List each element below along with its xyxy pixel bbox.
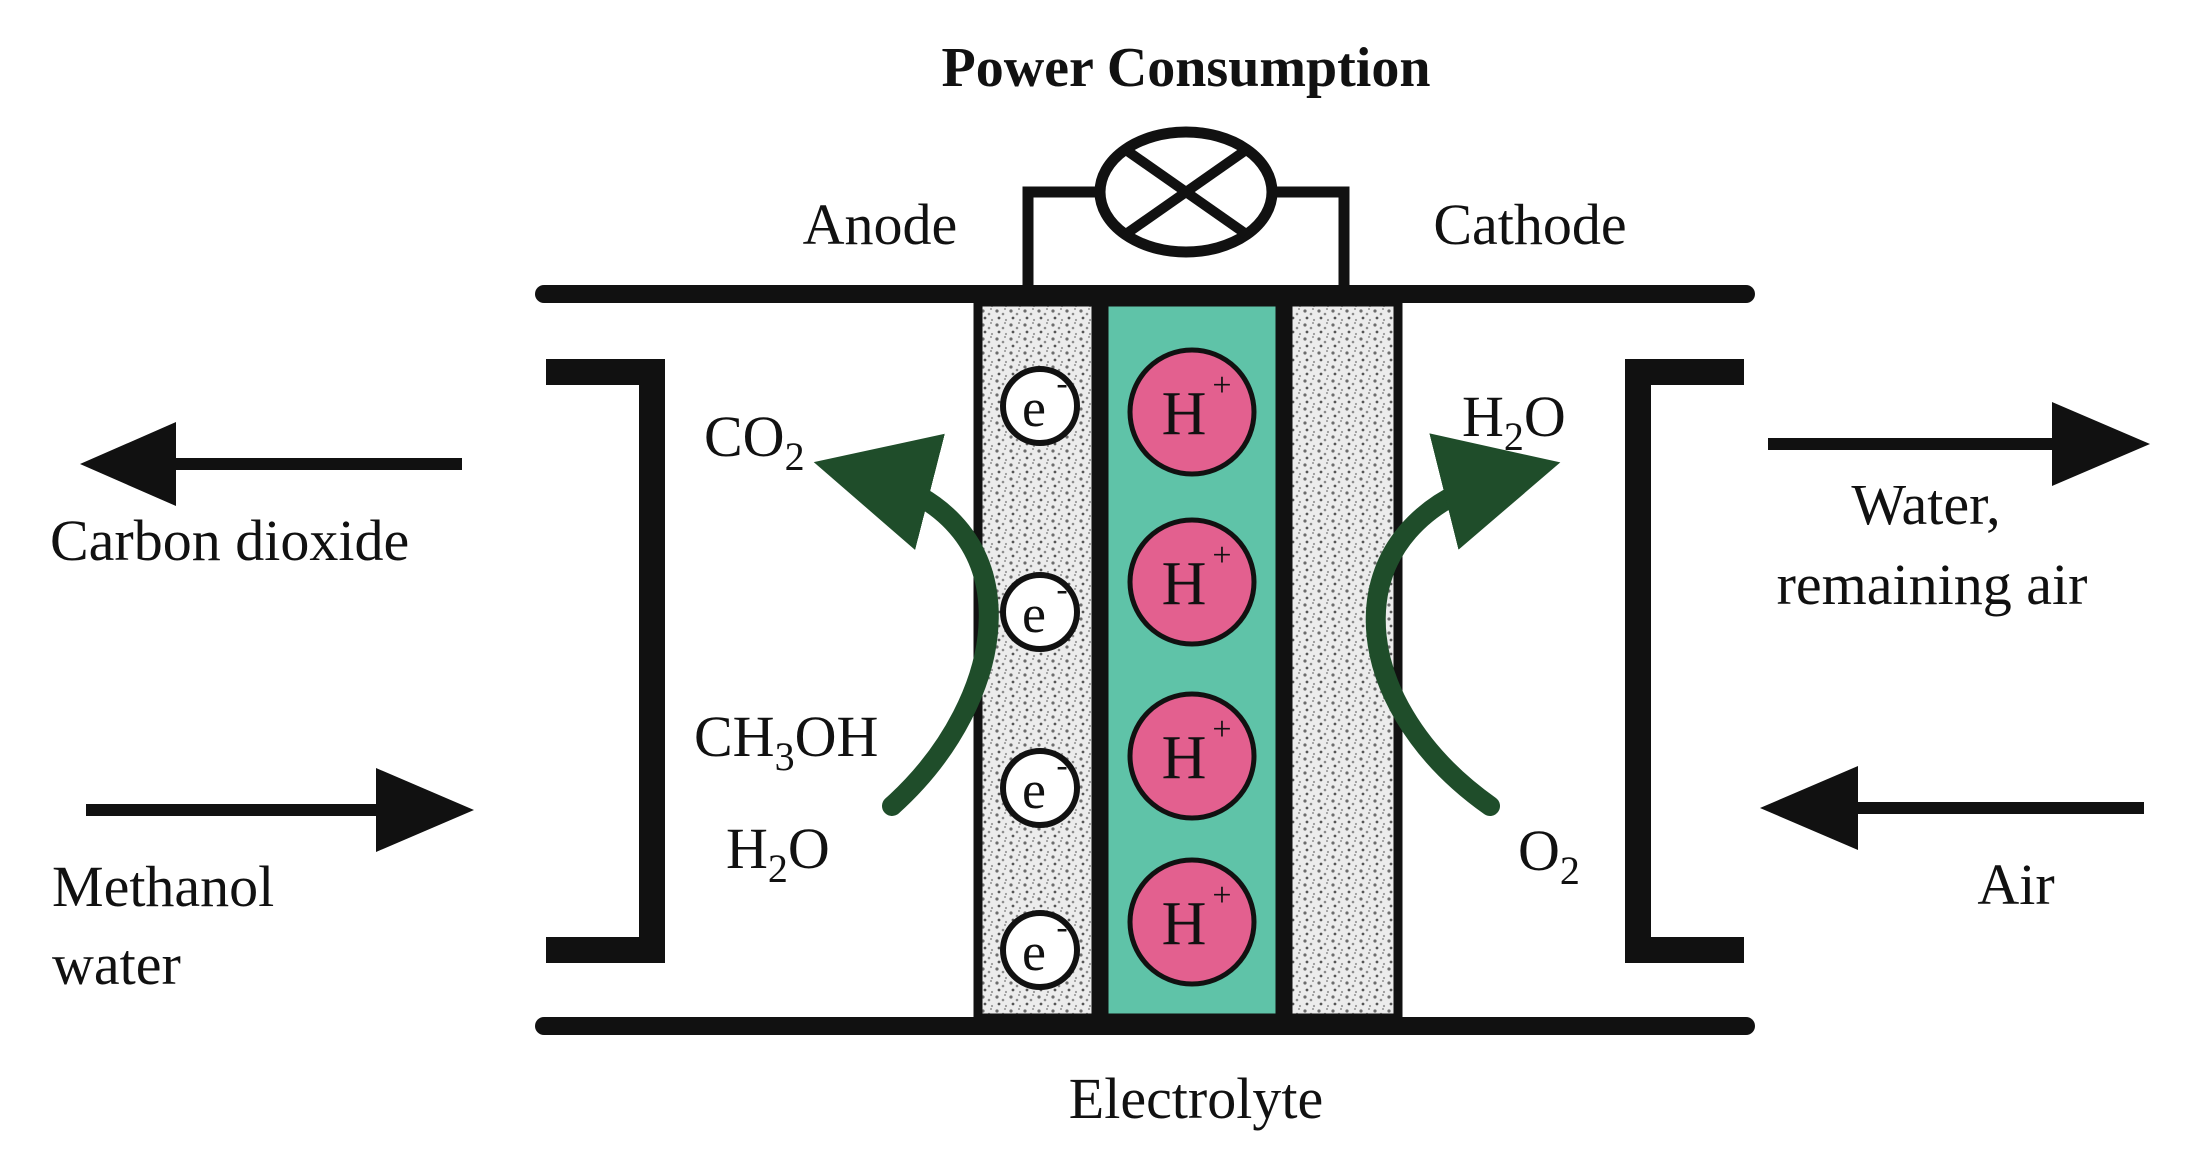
- svg-text:H: H: [1162, 724, 1207, 792]
- svg-text:e: e: [1022, 760, 1046, 820]
- svg-text:H: H: [1162, 380, 1207, 448]
- svg-text:e: e: [1022, 922, 1046, 982]
- carbon-dioxide-out-arrow: [80, 422, 462, 506]
- svg-text:-: -: [1056, 747, 1067, 784]
- co2-label: CO2: [704, 404, 805, 479]
- power-consumption-title: Power Consumption: [941, 37, 1430, 99]
- svg-text:-: -: [1056, 571, 1067, 608]
- remaining-air-label: remaining air: [1777, 552, 2088, 617]
- electron-4: e -: [1000, 909, 1080, 990]
- anode-flow-bracket: [546, 359, 665, 963]
- proton-2: H +: [1127, 517, 1257, 647]
- o2-label: O2: [1518, 818, 1580, 893]
- ch3oh-label: CH3OH: [694, 704, 878, 779]
- electron-3: e -: [1000, 747, 1080, 828]
- svg-text:+: +: [1212, 367, 1231, 404]
- proton-4: H +: [1127, 857, 1257, 987]
- proton-1: H +: [1127, 347, 1257, 477]
- proton-3: H +: [1127, 691, 1257, 821]
- cathode-flow-bracket: [1625, 359, 1744, 963]
- svg-text:-: -: [1056, 909, 1067, 946]
- h2o-cathode-label: H2O: [1462, 384, 1566, 459]
- h2o-anode-label: H2O: [726, 816, 830, 891]
- electron-2: e -: [1000, 571, 1080, 652]
- svg-text:+: +: [1212, 537, 1231, 574]
- anode-reaction-arrow: [813, 433, 999, 816]
- water-out-label: Water,: [1851, 472, 2000, 537]
- water-air-out-arrow: [1768, 402, 2150, 486]
- electron-1: e -: [1000, 365, 1080, 446]
- carbon-dioxide-label: Carbon dioxide: [50, 508, 409, 573]
- methanol-label: Methanol: [52, 854, 274, 919]
- svg-text:H: H: [1162, 550, 1207, 618]
- svg-text:-: -: [1056, 365, 1067, 402]
- svg-text:e: e: [1022, 378, 1046, 438]
- water-label: water: [52, 932, 181, 997]
- load-lamp-icon: [1094, 126, 1278, 258]
- electrolyte-label: Electrolyte: [1069, 1066, 1323, 1131]
- cathode-reaction-arrow: [1365, 433, 1561, 816]
- air-label: Air: [1977, 852, 2054, 917]
- svg-text:+: +: [1212, 877, 1231, 914]
- svg-text:+: +: [1212, 711, 1231, 748]
- air-in-arrow: [1760, 766, 2144, 850]
- cathode-label: Cathode: [1433, 192, 1626, 257]
- svg-text:H: H: [1162, 890, 1207, 958]
- svg-text:e: e: [1022, 584, 1046, 644]
- methanol-water-in-arrow: [86, 768, 474, 852]
- anode-label: Anode: [803, 192, 958, 257]
- external-circuit-wire: [1022, 186, 1350, 294]
